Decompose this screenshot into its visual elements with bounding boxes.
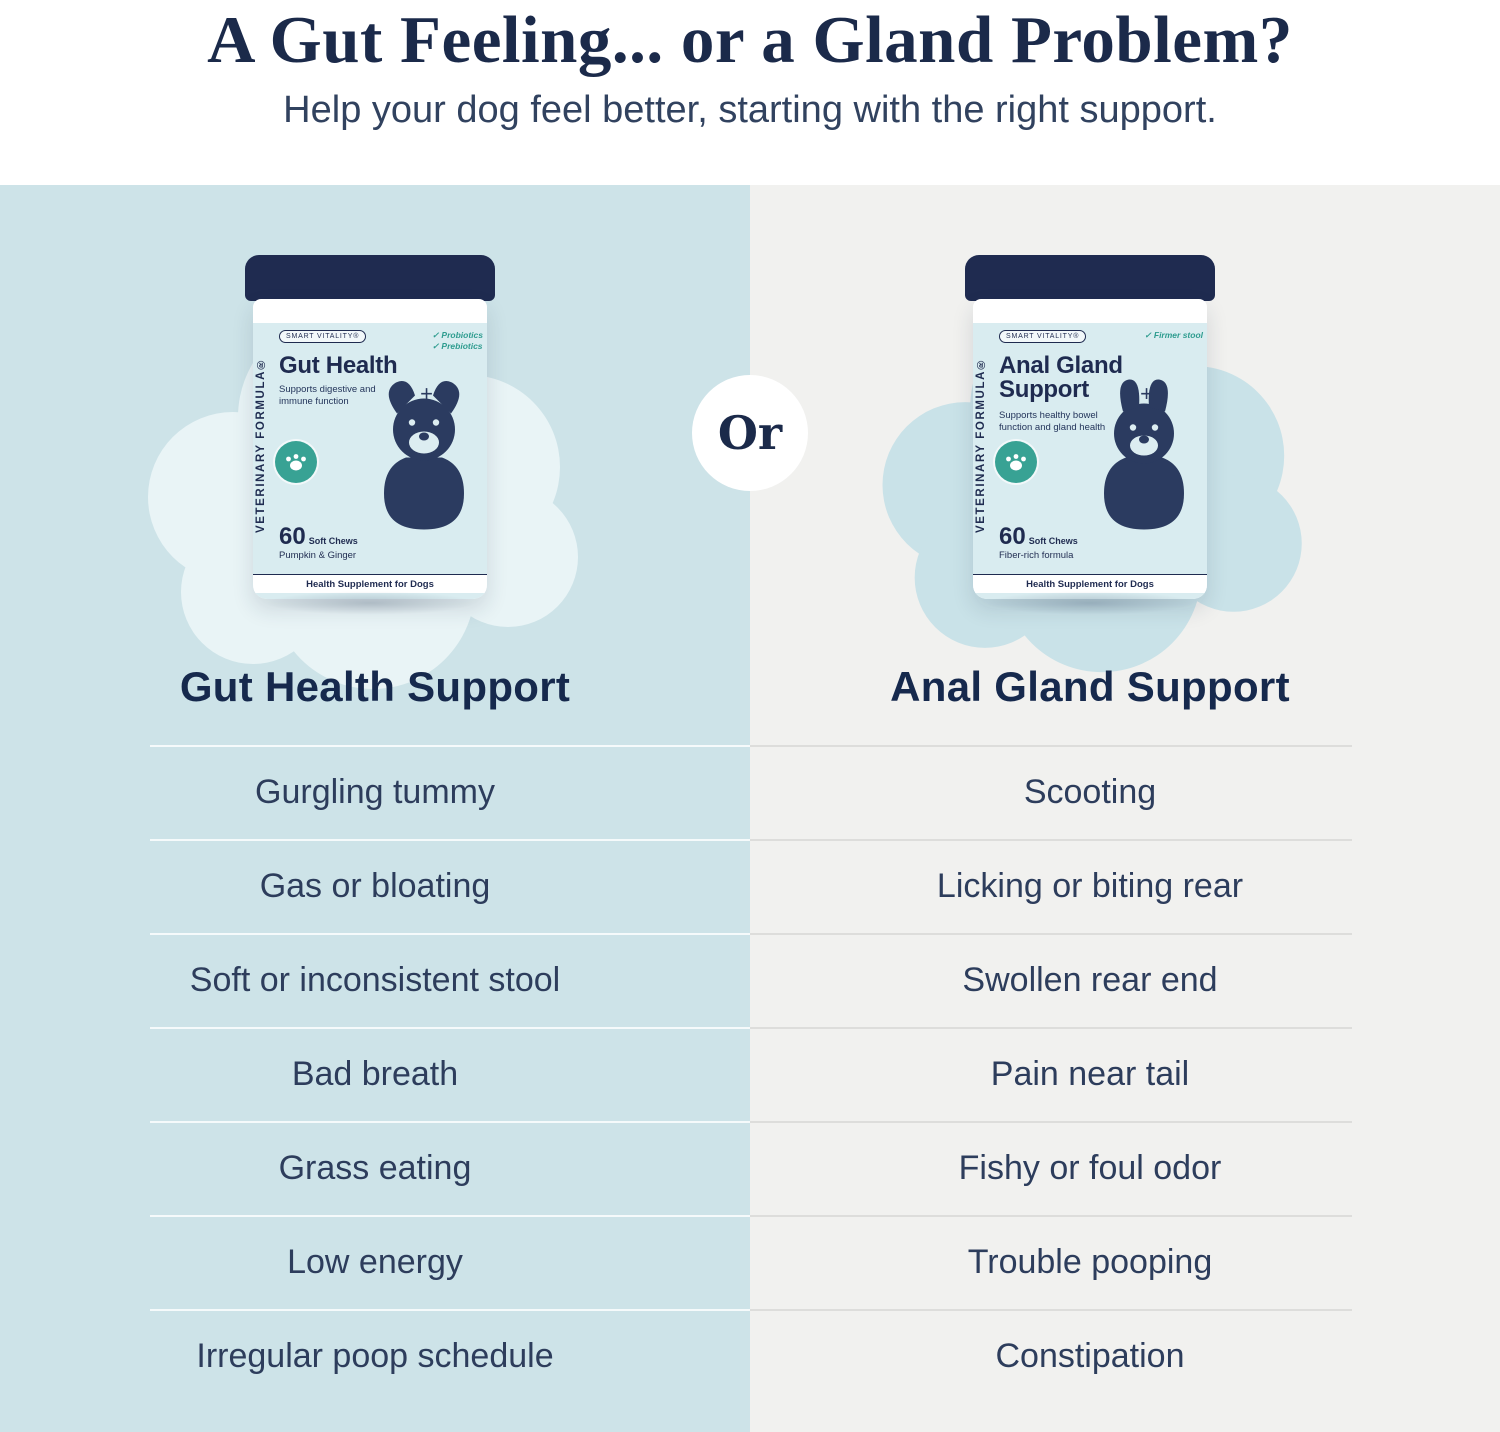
product-description: Supports healthy bowel function and glan… (999, 410, 1106, 433)
range-badge: SMART VITALITY® (279, 330, 367, 343)
check-item: ✓ Probiotics (431, 330, 483, 340)
flavor-text: Pumpkin & Ginger (279, 550, 357, 561)
label-footer: Health Supplement for Dogs (973, 574, 1207, 593)
gut-health-column: VETERINARY FORMULA® SMART VITALITY® ✓ Pr… (0, 185, 750, 1432)
label-top-row: SMART VITALITY® ✓ Probiotics ✓ Prebiotic… (279, 330, 483, 353)
symptom-item: Pain near tail (750, 1027, 1500, 1121)
product-title-line: Gut Health (279, 352, 398, 379)
label-top-row: SMART VITALITY® ✓ Firmer stool (999, 330, 1203, 343)
header: A Gut Feeling... or a Gland Problem? Hel… (0, 0, 1500, 185)
symptom-item: Soft or inconsistent stool (0, 933, 750, 1027)
paw-icon (286, 454, 306, 471)
chew-count: 60 (279, 523, 306, 550)
anal-gland-column: VETERINARY FORMULA® SMART VITALITY® ✓ Fi… (750, 185, 1500, 1432)
dog-illustration (1104, 379, 1184, 530)
anal-gland-product-image: VETERINARY FORMULA® SMART VITALITY® ✓ Fi… (965, 255, 1215, 615)
chew-count: 60 (999, 523, 1026, 550)
jar-lid (965, 255, 1215, 301)
symptom-item: Constipation (750, 1309, 1500, 1403)
or-label: Or (717, 406, 783, 460)
chew-count-unit: Soft Chews (1028, 536, 1078, 546)
symptom-item: Grass eating (0, 1121, 750, 1215)
symptom-item: Fishy or foul odor (750, 1121, 1500, 1215)
symptom-item: Bad breath (0, 1027, 750, 1121)
chew-count-unit: Soft Chews (308, 536, 358, 546)
symptom-item: Swollen rear end (750, 933, 1500, 1027)
jar-label: VETERINARY FORMULA® SMART VITALITY® ✓ Pr… (253, 323, 487, 599)
symptom-item: Irregular poop schedule (0, 1309, 750, 1403)
product-title-line: Support (999, 376, 1089, 404)
jar-body: VETERINARY FORMULA® SMART VITALITY® ✓ Fi… (973, 299, 1207, 599)
symptom-item: Gurgling tummy (0, 745, 750, 839)
product-title-line: Anal Gland (999, 352, 1123, 379)
symptom-item: Scooting (750, 745, 1500, 839)
paw-seal (275, 441, 317, 483)
check-item: ✓ Prebiotics (431, 341, 483, 352)
jar-lid (245, 255, 495, 301)
formula-text: Fiber-rich formula (999, 550, 1074, 561)
column-heading-anal-gland: Anal Gland Support (890, 663, 1290, 710)
benefit-checks: ✓ Firmer stool (1144, 330, 1203, 341)
range-badge: SMART VITALITY® (999, 330, 1087, 343)
label-footer: Health Supplement for Dogs (253, 574, 487, 593)
jar-body: VETERINARY FORMULA® SMART VITALITY® ✓ Pr… (253, 299, 487, 599)
symptom-item: Low energy (0, 1215, 750, 1309)
gut-health-product-image: VETERINARY FORMULA® SMART VITALITY® ✓ Pr… (245, 255, 495, 615)
comparison-panels: VETERINARY FORMULA® SMART VITALITY® ✓ Pr… (0, 185, 1500, 1432)
paw-icon (1006, 454, 1026, 471)
brand-vertical-text: VETERINARY FORMULA® (975, 356, 987, 534)
symptom-list: Gurgling tummy Gas or bloating Soft or i… (0, 745, 750, 1403)
symptom-item: Licking or biting rear (750, 839, 1500, 933)
column-heading-gut-health: Gut Health Support (179, 663, 571, 710)
product-title: Gut Health (279, 352, 398, 379)
jar-label: VETERINARY FORMULA® SMART VITALITY® ✓ Fi… (973, 323, 1207, 599)
page-title: A Gut Feeling... or a Gland Problem? (207, 3, 1293, 77)
dog-illustration (384, 381, 464, 530)
symptom-list: Scooting Licking or biting rear Swollen … (750, 745, 1500, 1403)
check-item: ✓ Firmer stool (1144, 330, 1203, 340)
symptom-item: Trouble pooping (750, 1215, 1500, 1309)
paw-seal (995, 441, 1037, 483)
page-subtitle: Help your dog feel better, starting with… (283, 89, 1217, 131)
product-description: Supports digestive and immune function (279, 384, 376, 407)
brand-vertical-text: VETERINARY FORMULA® (255, 356, 267, 534)
symptom-item: Gas or bloating (0, 839, 750, 933)
or-divider: Or (692, 375, 808, 491)
product-title: Anal Gland Support (999, 352, 1123, 404)
benefit-checks: ✓ Probiotics ✓ Prebiotics (432, 330, 483, 353)
